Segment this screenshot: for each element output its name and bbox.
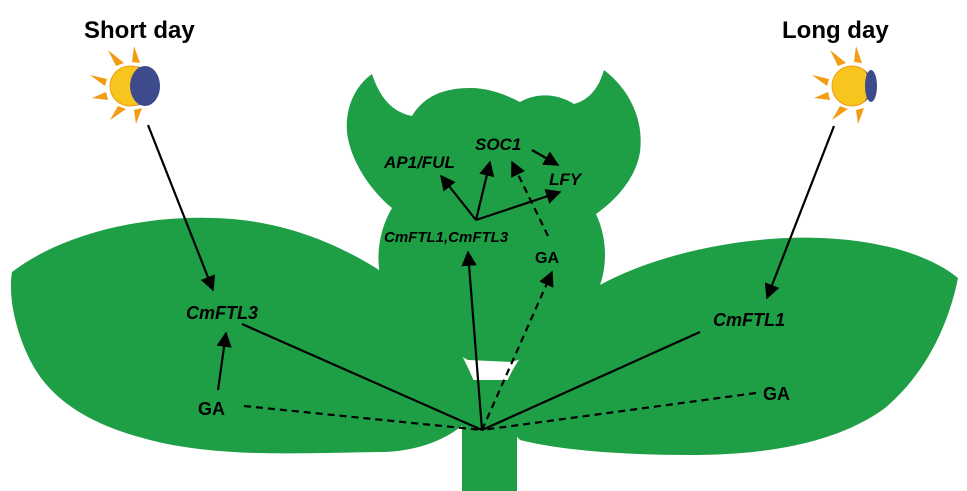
arrow-long-day-to-cmftl1 [764,125,836,300]
long-day-sun-moon-icon [812,46,877,124]
dashed-ga-right-to-base [481,391,757,432]
gene-cmftl1: CmFTL1 [713,310,785,330]
line-cmftl1-to-base [481,330,701,432]
sun-rays [812,46,864,124]
dashed-apex-ga-to-soc1 [511,160,549,237]
arrow-base-to-apex [461,250,484,431]
arrow-apex-to-lfy [475,189,562,222]
hormone-ga-apex: GA [535,250,559,267]
line-cmftl3-to-base [241,322,483,432]
arrow-soc1-to-lfy [531,149,560,166]
hormone-ga-left: GA [198,399,225,419]
short-day-sun-moon-icon [90,46,160,124]
right-leaf [499,237,958,455]
hormone-ga-right: GA [763,384,790,404]
dashed-base-to-apex-ga [480,270,554,431]
floral-apex [346,70,641,362]
sun-rays [90,46,142,124]
arrow-ga-to-cmftl3 [216,331,232,391]
gene-cmftl1-cmftl3: CmFTL1,CmFTL3 [384,229,509,246]
gene-soc1: SOC1 [475,135,521,154]
long-day-label: Long day [782,17,889,44]
dashed-ga-left-to-base [243,404,483,432]
gene-cmftl3: CmFTL3 [186,303,258,323]
gene-lfy: LFY [549,170,583,189]
solid-arrows [146,124,836,432]
plant-body [10,70,958,491]
gene-ap1-ful: AP1/FUL [383,153,455,172]
arrow-apex-to-ap1ful [440,174,477,221]
arrow-apex-to-soc1 [474,160,495,221]
dashed-arrows [243,160,757,432]
short-day-label: Short day [84,17,195,44]
left-leaf [10,217,479,454]
arrow-short-day-to-cmftl3 [146,124,216,292]
